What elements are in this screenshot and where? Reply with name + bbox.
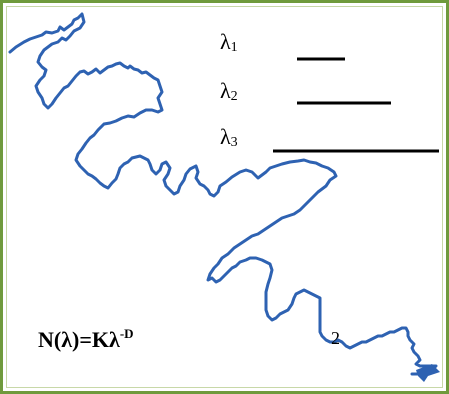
label-lambda2: λ2: [220, 78, 238, 104]
label-lambda1: λ1: [220, 29, 238, 55]
curve-end-marker: [416, 364, 440, 382]
formula-exponent: -D: [119, 326, 134, 341]
power-law-formula: N(λ)=Kλ-D: [38, 326, 134, 353]
curve-label: 2: [331, 328, 340, 348]
label-lambda3: λ3: [220, 124, 238, 150]
coastline-curve: [8, 12, 438, 376]
figure-frame-inner: [6, 6, 443, 388]
formula-base: N(λ)=Kλ: [38, 327, 120, 352]
